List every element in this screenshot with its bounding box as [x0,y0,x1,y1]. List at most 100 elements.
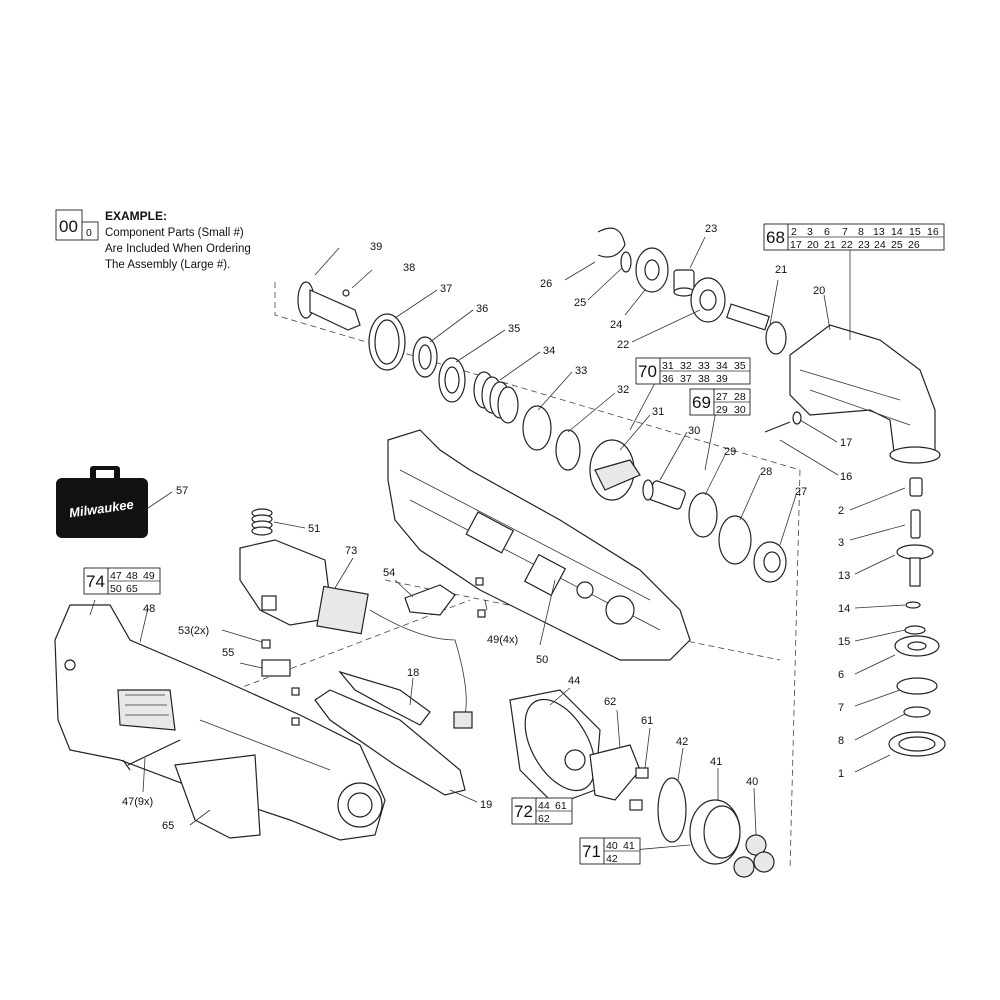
assembly-68-row2-5: 24 [874,239,886,251]
callout-50: 50 [536,654,548,666]
bearing-27 [753,541,787,583]
motor-part [509,689,601,806]
assembly-68-row1-6: 14 [891,226,903,238]
assembly-70-row2-3: 39 [716,373,728,385]
callout-73: 73 [345,545,357,557]
assembly-71: 71 40 41 42 [579,837,641,865]
pin-part-c [475,577,484,586]
assembly-72-row1-1: 61 [555,800,567,812]
callout-labels: 39 38 37 36 35 34 33 32 31 30 29 28 27 2… [122,223,852,832]
callout-34: 34 [543,345,555,357]
assembly-68-row1-1: 3 [807,226,813,238]
part-13-shaft [909,557,921,587]
callout-31: 31 [652,406,664,418]
part-3 [910,509,921,539]
part-14 [905,601,921,609]
assembly-72-row1-0: 44 [538,800,550,812]
callout-28: 28 [760,466,772,478]
part-15 [904,625,926,635]
pin-part-a [291,687,300,696]
screw-part [122,739,181,771]
shaft-30 [642,479,686,510]
assembly-68-row1-3: 7 [842,226,848,238]
washer-33 [522,405,552,451]
ring-25 [620,251,632,273]
callout-38: 38 [403,262,415,274]
part-2 [909,477,923,497]
assembly-68-row2-7: 26 [908,239,920,251]
assembly-68-row1-8: 16 [927,226,939,238]
leader-lines [89,236,906,853]
assembly-71-row2-0: 42 [606,853,618,865]
right-parts-stack [888,477,946,757]
case-handle-hole [96,470,114,480]
assembly-69-big: 69 [692,393,711,412]
callout-32: 32 [617,384,629,396]
callout-51: 51 [308,523,320,535]
callout-15: 15 [838,636,850,648]
callout-22: 22 [617,339,629,351]
assembly-68-row1-4: 8 [858,226,864,238]
assembly-68-row1-7: 15 [909,226,921,238]
callout-25: 25 [574,297,586,309]
bearing-24 [635,247,669,293]
callout-1: 1 [838,768,844,780]
pin-part-d [477,609,486,618]
washer-17 [792,411,802,425]
assembly-70: 70 31 32 33 34 35 36 37 38 39 [635,357,751,385]
assembly-74-big: 74 [86,572,105,591]
assembly-72-big: 72 [514,802,533,821]
callout-41: 41 [710,756,722,768]
assembly-70-row1-1: 32 [680,360,692,372]
handle-part [314,689,466,796]
example-small-box [81,221,99,241]
assembly-68-big: 68 [766,228,785,247]
assembly-69-row2-0: 29 [716,404,728,416]
plate-screw-b [629,799,643,811]
callout-48: 48 [143,603,155,615]
callout-17: 17 [840,437,852,449]
callout-29: 29 [724,446,736,458]
callout-49: 49(4x) [487,634,518,646]
assembly-70-big: 70 [638,362,657,381]
washer-part [657,777,687,843]
assembly-68-row2-1: 20 [807,239,819,251]
example-heading: EXAMPLE: [105,209,167,223]
assembly-68-row1-5: 13 [873,226,885,238]
callout-18: 18 [407,667,419,679]
example-line-2: Are Included When Ordering [105,243,251,255]
assembly-74-row2-1: 65 [126,583,138,595]
planet-gears [733,834,775,878]
example-big-box [55,209,83,241]
part-6-hole [907,641,927,651]
callout-62: 62 [604,696,616,708]
callout-39: 39 [370,241,382,253]
assembly-74-row1-1: 48 [126,570,138,582]
contact-part [261,639,271,649]
assembly-68-row2-3: 22 [841,239,853,251]
assembly-72-row2-0: 62 [538,813,550,825]
assembly-71-row1-1: 41 [623,840,635,852]
callout-6: 6 [838,669,844,681]
callout-42: 42 [676,736,688,748]
assembly-68-row1-2: 6 [824,226,830,238]
example-line-3: The Assembly (Large #). [105,259,230,271]
assembly-71-row1-0: 40 [606,840,618,852]
explosion-line-right [789,469,801,871]
callout-2: 2 [838,505,844,517]
part-13 [896,544,934,560]
callout-54: 54 [383,567,395,579]
rear-panel [174,754,261,839]
callout-44: 44 [568,675,580,687]
trigger-part [338,670,431,726]
carrying-case: Milwaukee [56,466,148,538]
explosion-line-top [274,282,801,471]
assembly-72: 72 44 61 62 [511,797,573,825]
callout-19: 19 [480,799,492,811]
callout-26: 26 [540,278,552,290]
assembly-68: 68 2 3 6 7 8 13 14 15 16 17 20 21 22 23 … [763,223,945,251]
callout-14: 14 [838,603,850,615]
bearing-22 [690,277,726,323]
assembly-74-row1-0: 47 [110,570,122,582]
clip-26 [597,227,626,258]
